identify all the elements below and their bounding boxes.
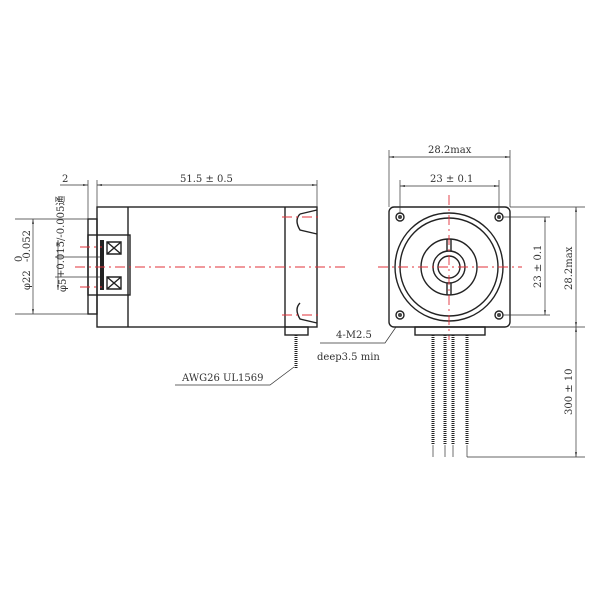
bore-tolerance: +0.015/-0.005通	[55, 196, 67, 278]
bearing	[87, 234, 131, 296]
pilot-tol-upper: 0	[14, 256, 25, 262]
front-view: 28.2max 23 ± 0.1 23 ± 0.1 28.2max 300 ± …	[317, 145, 585, 458]
wire-spec: AWG26 UL1569	[181, 373, 264, 384]
dim-flange: 2	[62, 174, 68, 185]
dim-body-length: 51.5 ± 0.5	[180, 174, 233, 185]
dim-hole-spacing-v: 23 ± 0.1	[533, 245, 544, 288]
dim-lead-length: 300 ± 10	[564, 368, 575, 415]
dim-height-overall: 28.2max	[564, 246, 575, 290]
dim-width-overall: 28.2max	[428, 145, 472, 156]
dim-pilot-diameter: φ22	[22, 270, 33, 290]
connector	[414, 326, 486, 336]
pilot-tol-lower: -0.052	[22, 230, 33, 262]
dim-bore: φ5	[58, 279, 69, 292]
lead-wires	[431, 335, 469, 457]
thread-depth: deep3.5 min	[317, 352, 380, 363]
flange-step	[87, 218, 98, 315]
cable-gland	[284, 326, 309, 336]
thread-callout: 4-M2.5	[336, 330, 372, 341]
dim-hole-spacing-h: 23 ± 0.1	[430, 174, 473, 185]
side-view: 2 51.5 ± 0.5 φ22 0 -0.052 φ5 +0.015/-0.0…	[14, 174, 345, 386]
